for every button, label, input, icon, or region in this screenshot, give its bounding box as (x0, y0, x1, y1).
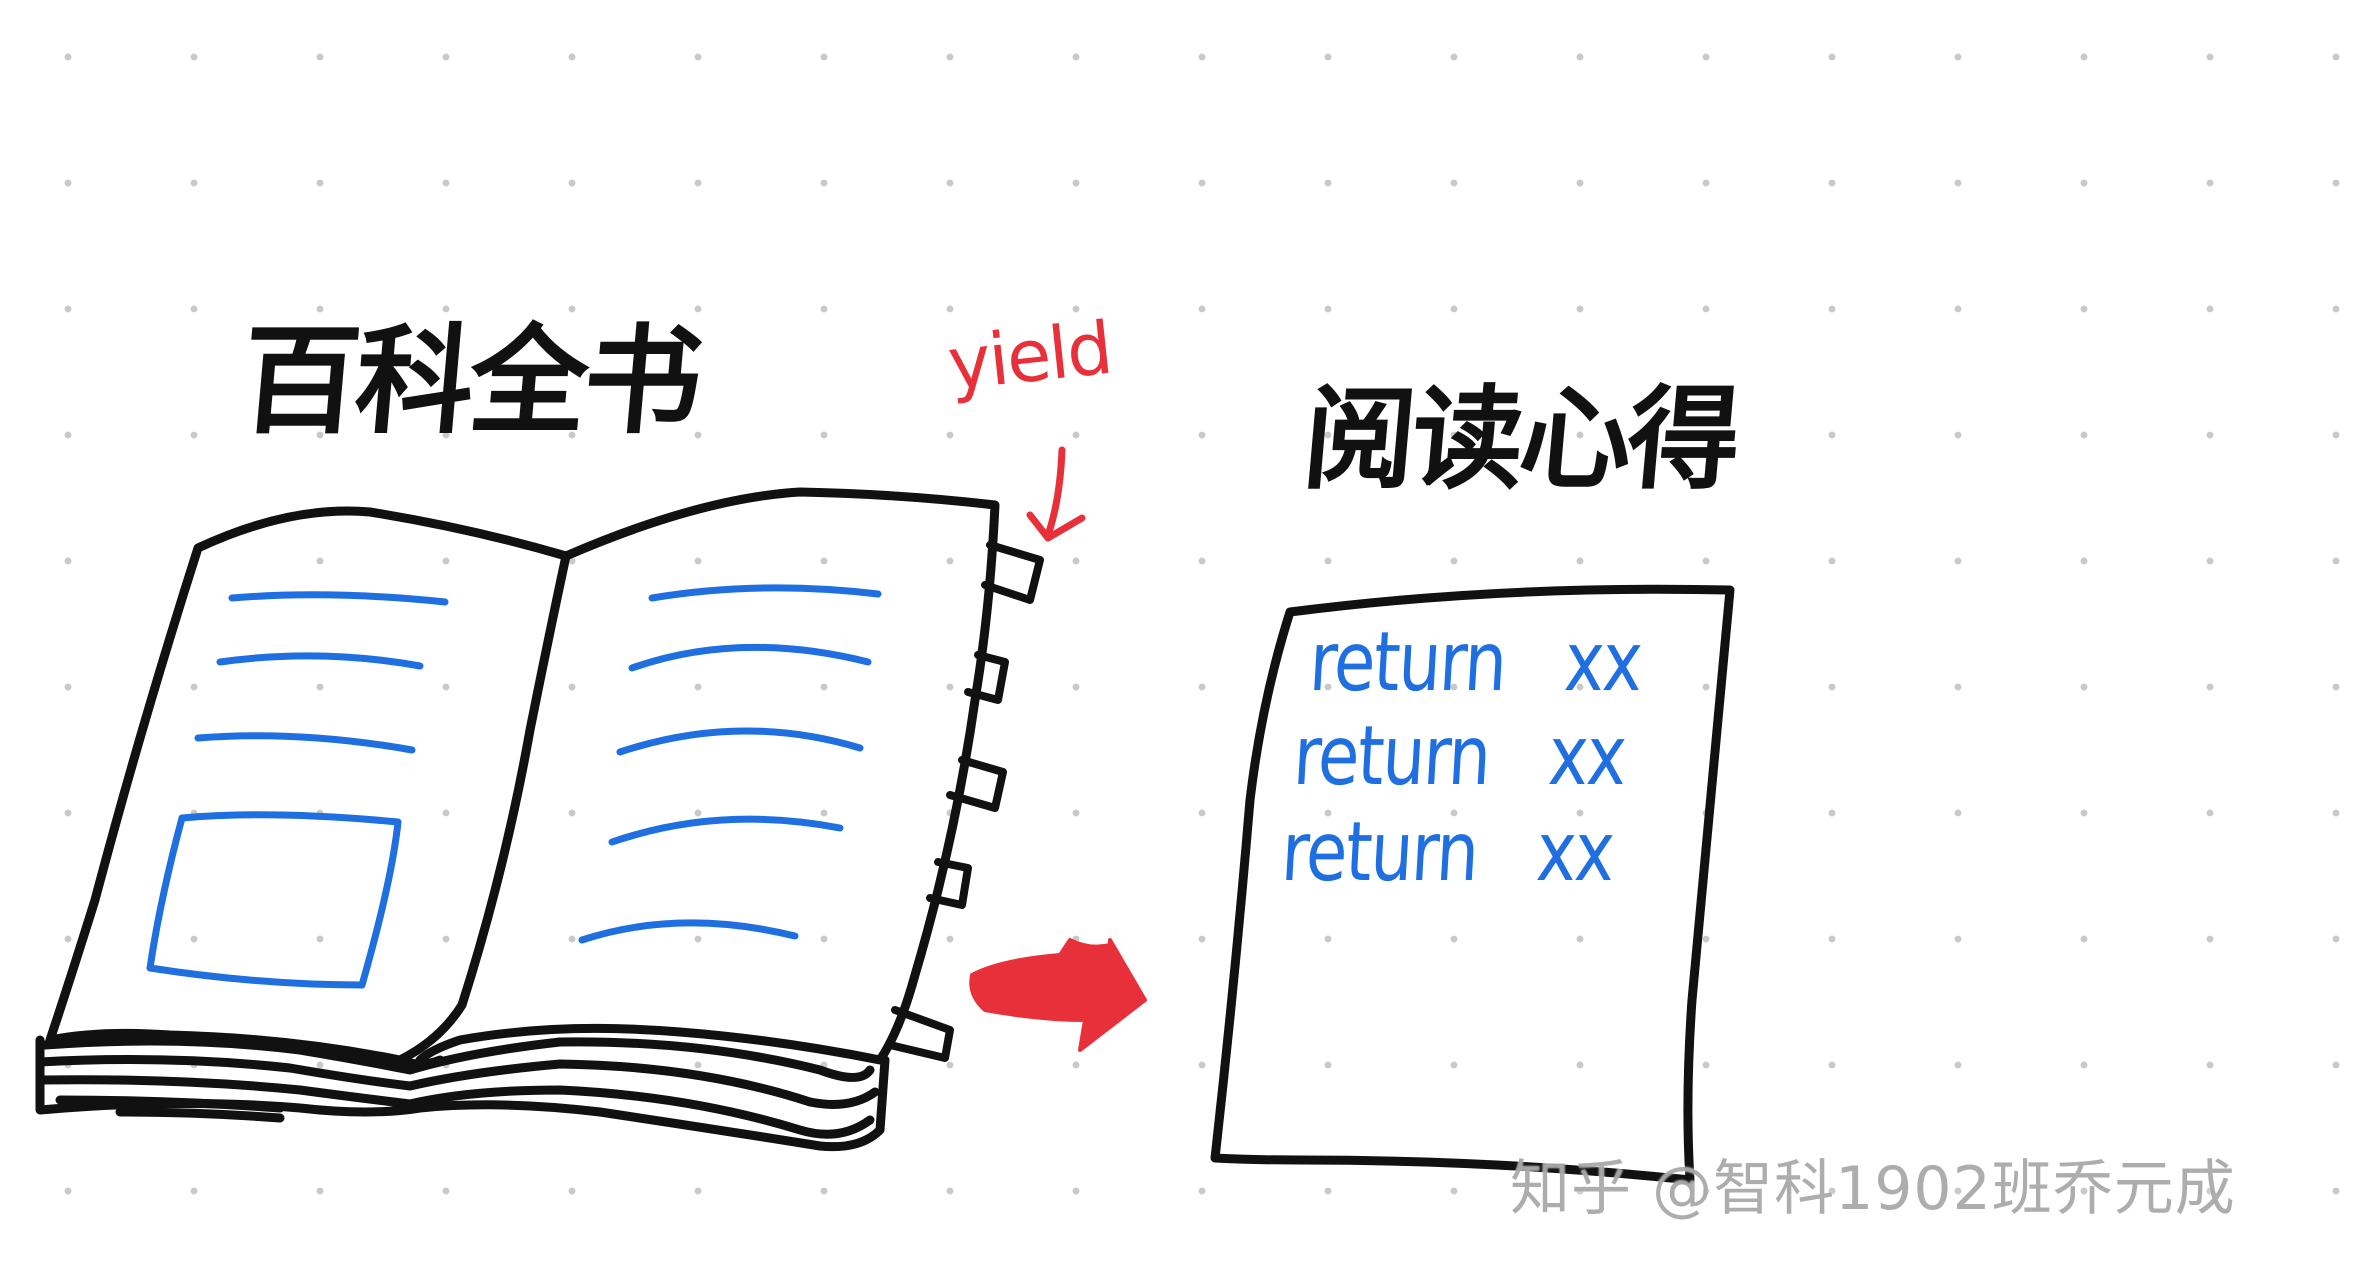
return-keyword: return (1279, 805, 1480, 900)
yield-arrow-icon (1030, 450, 1082, 538)
return-line: return xx (1307, 622, 1643, 704)
watermark: 知乎 @智科1902班乔元成 (1510, 1140, 2236, 1227)
return-keyword: return (1307, 615, 1508, 710)
return-value: xx (1546, 709, 1628, 804)
right-page-text-lines (582, 588, 878, 940)
left-page-text-lines (150, 595, 445, 985)
return-line: return xx (1291, 716, 1627, 798)
red-arrow-icon (971, 940, 1145, 1050)
yield-label: yield (945, 312, 1114, 401)
encyclopedia-title: 百科全书 (237, 322, 703, 440)
return-value: xx (1534, 805, 1616, 900)
return-value: xx (1562, 615, 1644, 710)
return-keyword: return (1291, 709, 1492, 804)
reading-notes-title: 阅读心得 (1299, 384, 1741, 496)
return-line: return xx (1279, 812, 1615, 894)
